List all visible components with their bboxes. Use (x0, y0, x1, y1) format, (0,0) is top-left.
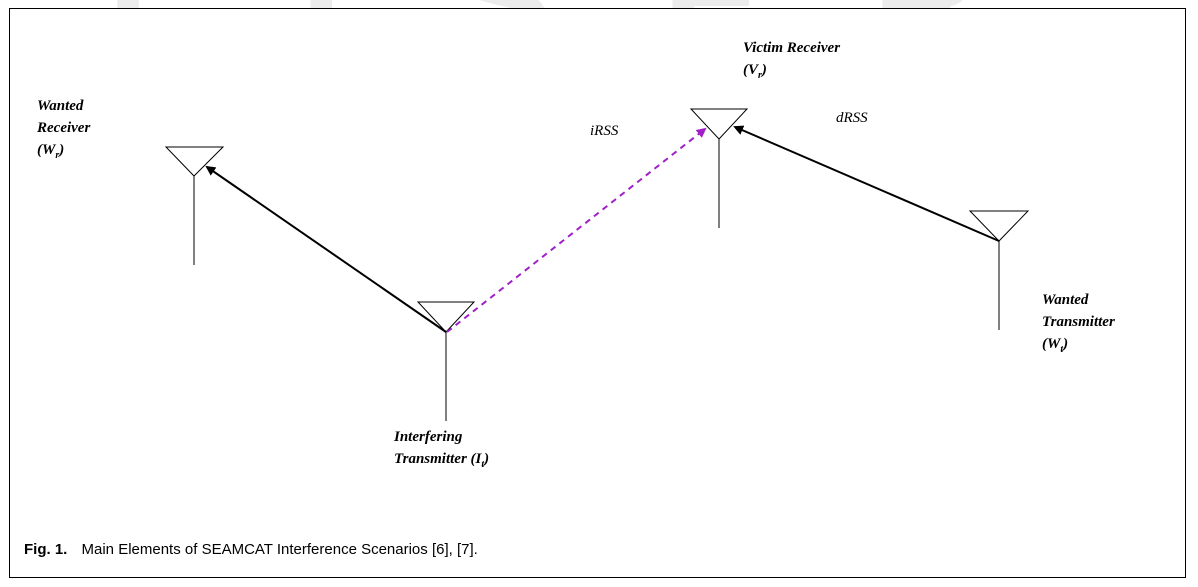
interfering-transmitter-label: Interfering Transmitter (It) (394, 429, 490, 470)
victim-receiver-label: Victim Receiver (Vr) (743, 40, 841, 81)
drss-link-arrow (733, 125, 1000, 242)
irss-label: iRSS (590, 123, 619, 139)
caption-text: Main Elements of SEAMCAT Interference Sc… (81, 541, 478, 558)
figure-frame (9, 8, 1186, 578)
figure-caption: Fig. 1. Main Elements of SEAMCAT Interfe… (24, 541, 478, 558)
caption-label: Fig. 1. (24, 541, 68, 558)
interfering-transmitter-antenna-icon (416, 301, 476, 421)
wanted-receiver-label: Wanted Receiver (Wr) (37, 98, 91, 161)
victim-receiver-antenna-icon (689, 108, 749, 228)
drss-label: dRSS (836, 110, 868, 126)
wanted-link-arrow (205, 165, 447, 333)
wanted-transmitter-antenna-icon (968, 210, 1030, 330)
wanted-receiver-antenna-icon (164, 146, 225, 265)
irss-link-arrow (446, 127, 707, 333)
wanted-transmitter-label: Wanted Transmitter (Wt) (1042, 292, 1115, 355)
